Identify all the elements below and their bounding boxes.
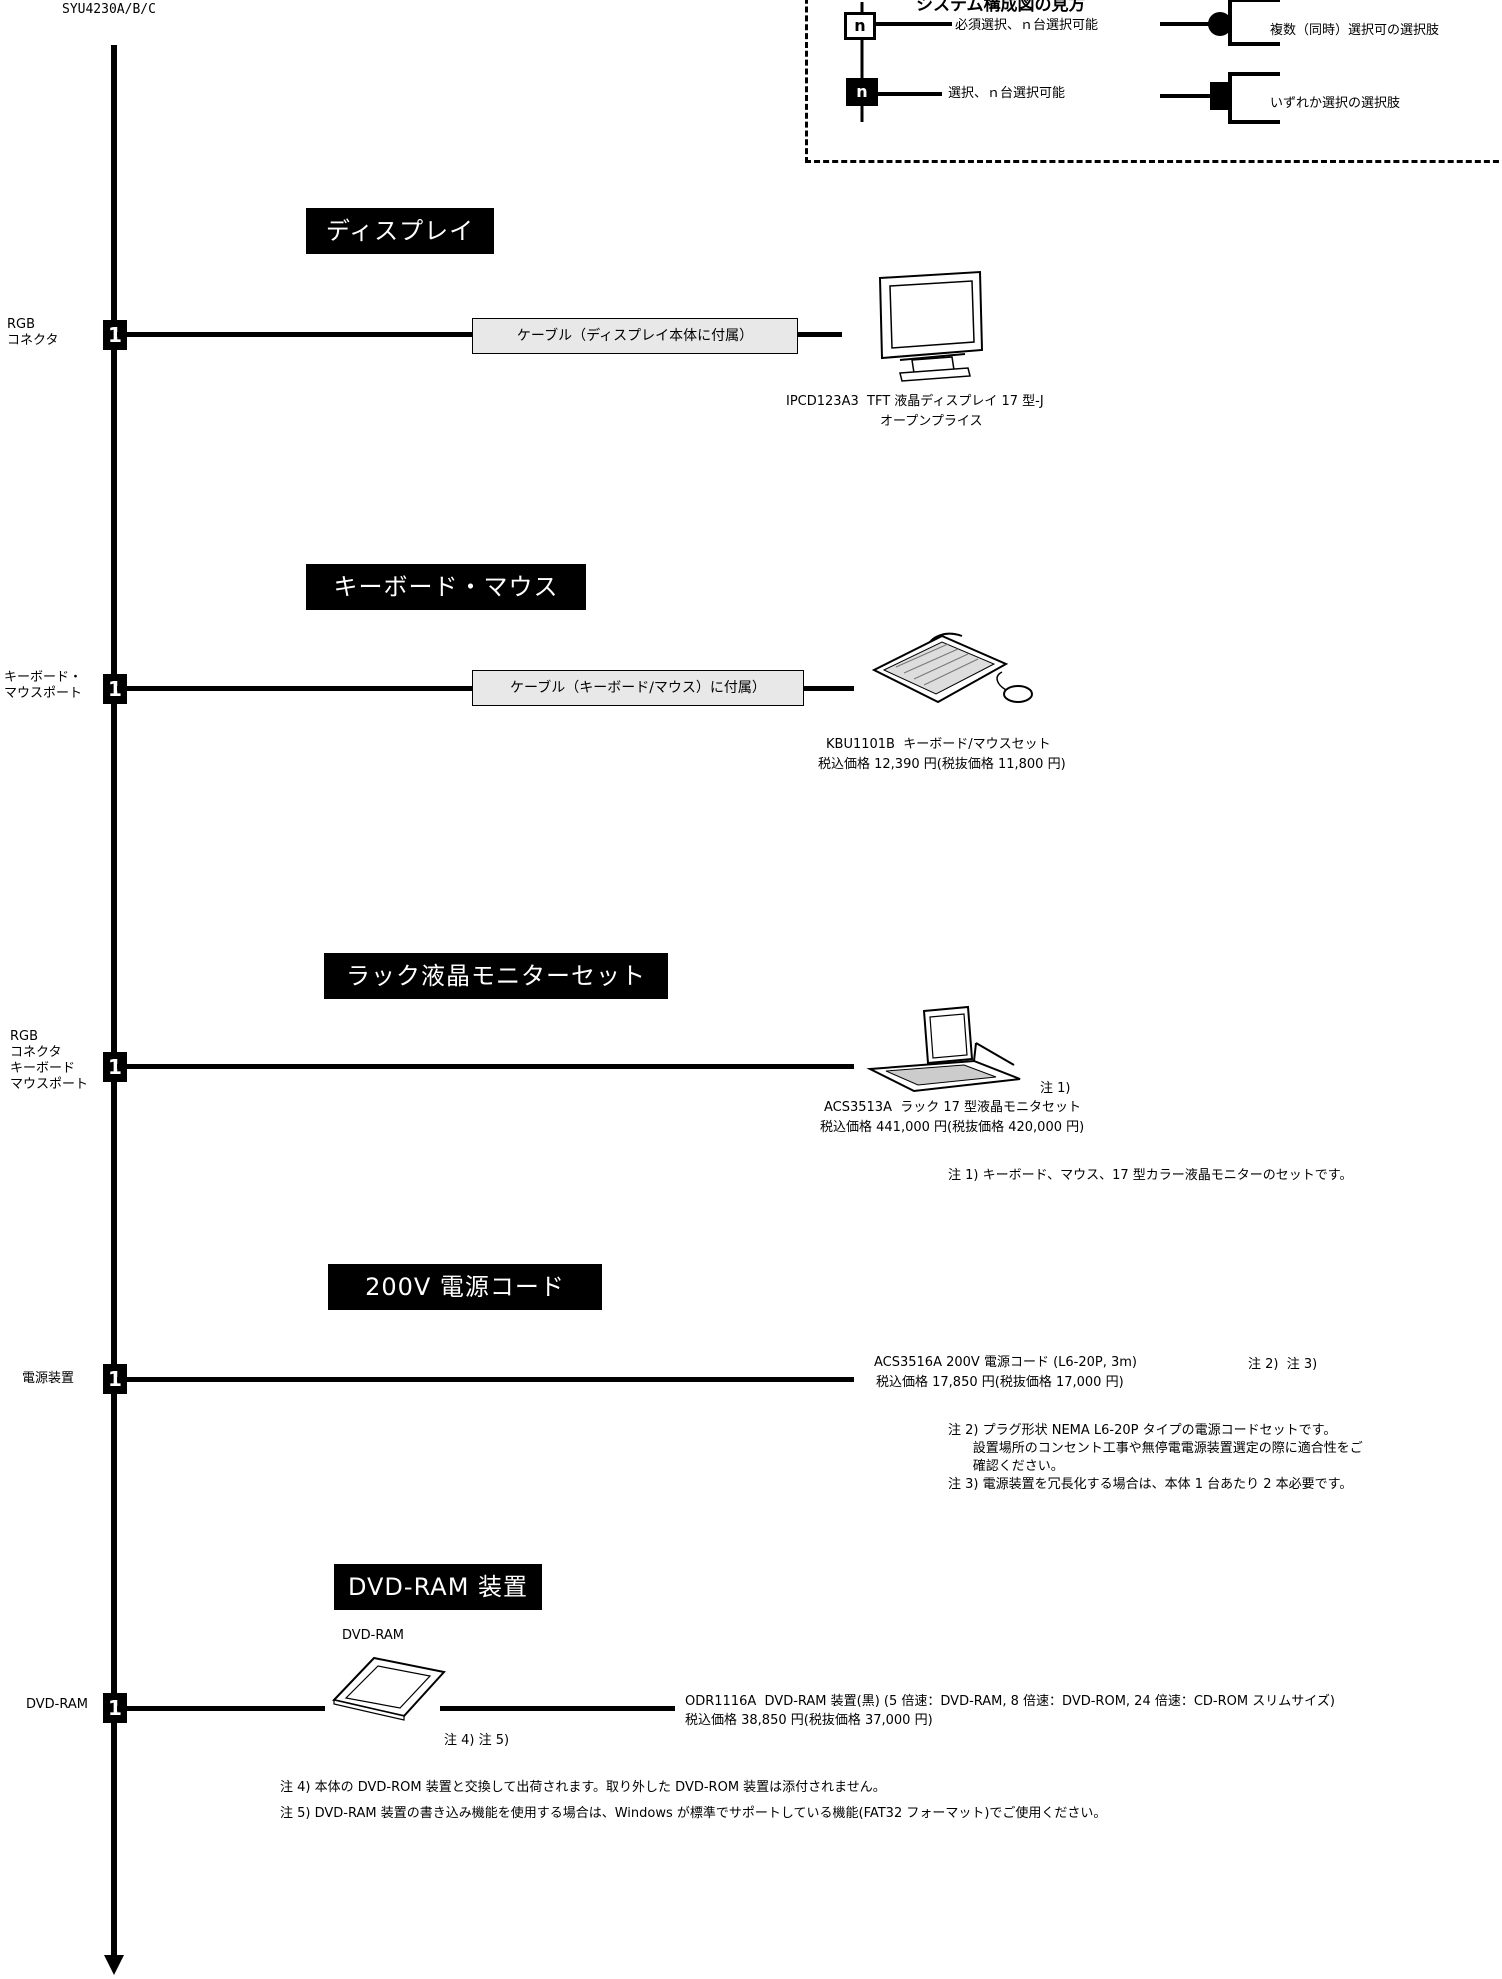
product-power-line1: ACS3516A 200V 電源コード (L6-20P, 3m) bbox=[874, 1355, 1138, 1370]
legend-item-required: 必須選択、ｎ台選択可能 bbox=[955, 18, 1099, 33]
connector-line-keyboard bbox=[117, 686, 472, 691]
product-dvd-line2: 税込価格 38,850 円(税抜価格 37,000 円) bbox=[685, 1713, 933, 1728]
product-dvd-line1: ODR1116A DVD-RAM 装置(黒) (5 倍速：DVD-RAM, 8 … bbox=[685, 1694, 1335, 1709]
note-ref-power: 注 2) 注 3) bbox=[1248, 1357, 1318, 1372]
section-title-power-cord: 200V 電源コード bbox=[328, 1264, 602, 1310]
cable-label-display: ケーブル（ディスプレイ本体に付属） bbox=[472, 318, 798, 354]
note-power-2: 設置場所のコンセント工事や無停電電源装置選定の際に適合性をご bbox=[948, 1441, 1363, 1456]
rack-monitor-icon bbox=[866, 1005, 1021, 1093]
note-dvd-1: 注 4) 本体の DVD-ROM 装置と交換して出荷されます。取り外した DVD… bbox=[280, 1780, 886, 1795]
cable-label-keyboard: ケーブル（キーボード/マウス）に付属） bbox=[472, 670, 804, 706]
keyboard-mouse-icon bbox=[871, 632, 1033, 704]
device-label-dvd: DVD-RAM bbox=[342, 1628, 404, 1643]
note-power-4: 注 3) 電源装置を冗長化する場合は、本体 1 台あたり 2 本必要です。 bbox=[948, 1477, 1353, 1492]
connector-line-display bbox=[117, 332, 472, 337]
note-ref-dvd: 注 4) 注 5) bbox=[444, 1733, 510, 1748]
monitor-icon bbox=[878, 270, 984, 382]
product-keyboard-line1: KBU1101B キーボード/マウスセット bbox=[826, 737, 1051, 752]
trunk-arrowhead bbox=[104, 1955, 124, 1975]
legend-required-symbol: n bbox=[844, 12, 876, 40]
legend-box: システム構成図の見方 n n 必須選択、ｎ台選択可能 選択、ｎ台選択可能 複数（… bbox=[805, 0, 1502, 163]
port-label-rack: RGB コネクタ キーボード マウスポート bbox=[10, 1029, 89, 1092]
connector-line-dvd bbox=[117, 1706, 325, 1711]
note-power-3: 確認ください。 bbox=[948, 1459, 1064, 1474]
connector-line-power bbox=[117, 1377, 854, 1382]
legend-title: システム構成図の見方 bbox=[916, 0, 1086, 15]
product-power-line2: 税込価格 17,850 円(税抜価格 17,000 円) bbox=[876, 1375, 1124, 1390]
product-keyboard-line2: 税込価格 12,390 円(税抜価格 11,800 円) bbox=[818, 757, 1066, 772]
port-label-keyboard: キーボード・ マウスポート bbox=[4, 670, 83, 701]
section-title-keyboard: キーボード・マウス bbox=[306, 564, 586, 610]
dvd-drive-icon bbox=[332, 1656, 446, 1721]
product-display-line1: IPCD123A3 TFT 液晶ディスプレイ 17 型-J bbox=[786, 394, 1044, 409]
product-rack-line1: ACS3513A ラック 17 型液晶モニタセット bbox=[824, 1100, 1082, 1115]
connector-line-keyboard-end bbox=[804, 686, 854, 691]
note-ref-rack: 注 1) bbox=[1040, 1081, 1071, 1096]
connector-line-dvd-end bbox=[440, 1706, 675, 1711]
port-label-dvd: DVD-RAM bbox=[26, 1697, 88, 1712]
legend-symbols-right bbox=[1160, 0, 1280, 124]
connector-line-rack bbox=[117, 1064, 854, 1069]
legend-item-multi: 複数（同時）選択可の選択肢 bbox=[1270, 23, 1440, 38]
section-title-rack-monitor: ラック液晶モニターセット bbox=[324, 953, 668, 999]
connector-line-display-end bbox=[798, 332, 842, 337]
trunk-line bbox=[111, 45, 117, 1957]
note-rack-1: 注 1) キーボード、マウス、17 型カラー液晶モニターのセットです。 bbox=[948, 1168, 1353, 1183]
note-power-1: 注 2) プラグ形状 NEMA L6-20P タイプの電源コードセットです。 bbox=[948, 1423, 1337, 1438]
legend-optional-symbol: n bbox=[846, 78, 878, 106]
section-title-display: ディスプレイ bbox=[306, 208, 494, 254]
model-id: SYU4230A/B/C bbox=[62, 2, 156, 17]
port-label-power: 電源装置 bbox=[22, 1371, 75, 1386]
note-dvd-2: 注 5) DVD-RAM 装置の書き込み機能を使用する場合は、Windows が… bbox=[280, 1806, 1107, 1821]
section-title-dvd: DVD-RAM 装置 bbox=[334, 1564, 542, 1610]
product-rack-line2: 税込価格 441,000 円(税抜価格 420,000 円) bbox=[820, 1120, 1085, 1135]
port-label-rgb: RGB コネクタ bbox=[7, 317, 59, 348]
product-display-line2: オープンプライス bbox=[880, 414, 983, 429]
legend-item-optional: 選択、ｎ台選択可能 bbox=[948, 86, 1066, 101]
legend-item-either: いずれか選択の選択肢 bbox=[1270, 96, 1401, 111]
